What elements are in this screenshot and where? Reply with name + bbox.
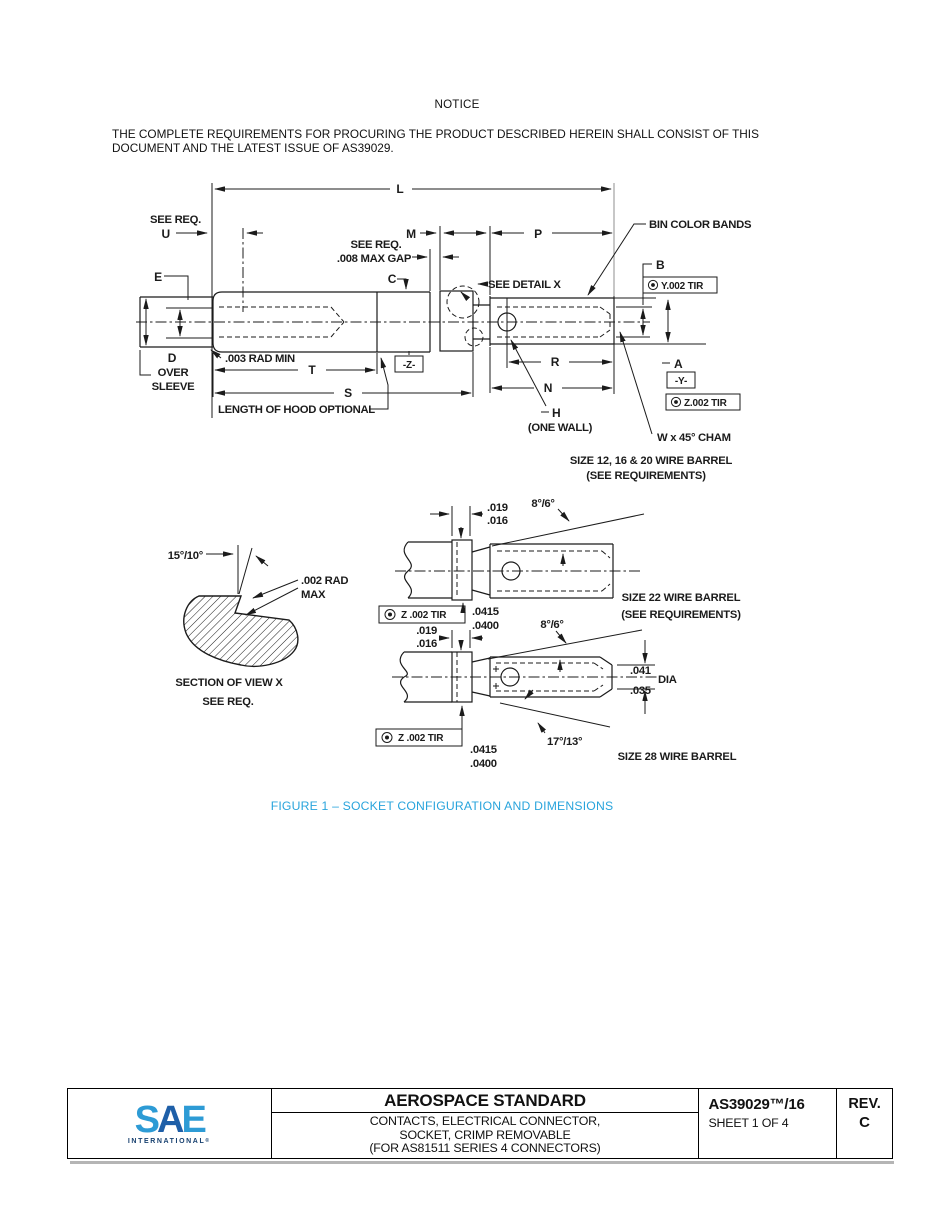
section-view-linework [183,545,299,668]
sae-logo-s: S [134,1098,160,1141]
dim-label-r: R [551,355,560,369]
datum-y-label: -Y- [675,376,687,387]
figure-1-drawing: L SEE REQ. U M P BIN COLOR BANDS SEE REQ… [136,182,752,770]
size22-dim-019: .019 [487,502,508,514]
feature-frame-y [642,276,718,294]
size-12-16-20-note2: (SEE REQUIREMENTS) [586,470,706,482]
feature-frame-z-size28 [375,728,463,747]
datum-z-label: -Z- [403,360,415,371]
size28-dia-label: DIA [658,674,677,686]
registered-mark: ® [205,1137,211,1144]
size28-dim-041: .041 [630,665,651,677]
dim-label-t: T [308,363,316,377]
size22-fcf-text: Z .002 TIR [401,610,447,621]
dim-label-e: E [154,270,162,284]
title-block-center: AEROSPACE STANDARD CONTACTS, ELECTRICAL … [270,1089,700,1158]
subtitle-line-3: (FOR AS81511 SERIES 4 CONNECTORS) [369,1141,601,1156]
dim-label-b: B [656,258,665,272]
sae-logo-e: E [181,1098,206,1141]
subtitle-line-2: SOCKET, CRIMP REMOVABLE [399,1127,571,1142]
subtitle-line-1: CONTACTS, ELECTRICAL CONNECTOR, [369,1114,601,1128]
rev-label: REV. [848,1096,881,1112]
size28-dim-035: .035 [630,685,651,697]
dim-label-c: C [388,272,397,286]
bin-color-bands-note: BIN COLOR BANDS [649,219,752,231]
size28-angle-note: 8°/6° [540,619,564,631]
sleeve-note: SLEEVE [152,381,196,393]
feature-frame-z-main [665,393,741,411]
one-wall-note: (ONE WALL) [528,422,593,434]
see-detail-x-note: SEE DETAIL X [488,279,561,291]
gap-see-req-note: SEE REQ. [351,239,402,251]
rad-max-note1: .002 RAD [301,575,348,587]
size-12-16-20-note: SIZE 12, 16 & 20 WIRE BARREL [570,455,733,467]
dim-label-m: M [406,227,416,241]
fcf-y-text: Y.002 TIR [661,281,704,292]
size28-linework [375,629,660,747]
size22-dim-016: .016 [487,515,508,527]
dim-label-h: H [552,406,560,420]
size28-dim-016: .016 [416,638,437,650]
hood-optional-note: LENGTH OF HOOD OPTIONAL [218,404,375,416]
size22-dim-0400: .0400 [472,620,499,632]
document-number: AS39029™/16 [708,1096,805,1113]
size28-title: SIZE 28 WIRE BARREL [618,751,737,763]
dim-label-a: A [674,357,683,371]
over-note: OVER [158,367,189,379]
title-block: SAE INTERNATIONAL® AEROSPACE STANDARD CO… [67,1088,893,1159]
dim-label-p: P [534,227,542,241]
notice-paragraph: THE COMPLETE REQUIREMENTS FOR PROCURING … [112,127,759,156]
size28-dim-019: .019 [416,625,437,637]
feature-frame-z-size22 [378,605,466,624]
dim-label-s: S [344,386,352,400]
section-angle-note: 15°/10° [168,550,204,562]
size28-dim-0400: .0400 [470,758,497,770]
dim-label-u: U [162,227,170,241]
main-view-linework [136,183,706,418]
size22-angle-note: 8°/6° [531,498,555,510]
main-view-dimensions [139,186,741,435]
standard-type-title: AEROSPACE STANDARD [271,1089,699,1113]
section-view-subtitle: SEE REQ. [202,696,253,708]
rad-max-note2: MAX [301,589,326,601]
size22-title: SIZE 22 WIRE BARREL [622,592,741,604]
dim-label-n: N [544,381,552,395]
dim-label-d: D [168,351,177,365]
gap-note: .008 MAX GAP [337,253,412,265]
size22-subtitle: (SEE REQUIREMENTS) [621,609,741,621]
section-view-title: SECTION OF VIEW X [175,677,283,689]
dim-label-l: L [396,182,403,196]
size28-dim-0415: .0415 [470,744,497,756]
size22-linework [378,506,645,624]
fcf-z-main-text: Z.002 TIR [684,398,728,409]
rev-value: C [859,1114,870,1131]
scan-shadow-line [70,1161,894,1164]
sae-logo: SAE INTERNATIONAL® [68,1089,271,1158]
title-block-number: AS39029™/16 SHEET 1 OF 4 [699,1089,836,1158]
cham-note: W x 45° CHAM [657,432,731,444]
title-block-rev: REV. C [836,1089,892,1158]
size28-fcf-text: Z .002 TIR [398,733,444,744]
see-req-note: SEE REQ. [150,214,201,226]
sae-logo-international: INTERNATIONAL® [128,1138,211,1145]
sheet-number: SHEET 1 OF 4 [708,1116,789,1130]
size28-angle2-note: 17°/13° [547,736,583,748]
rad-min-note: .003 RAD MIN [225,353,295,365]
sae-logo-international-text: INTERNATIONAL [127,1137,206,1145]
sae-logo-a: A [157,1098,185,1141]
figure-caption: FIGURE 1 – SOCKET CONFIGURATION AND DIME… [270,799,614,813]
notice-heading: NOTICE [434,98,480,111]
sae-logo-letters: SAE [135,1101,207,1139]
size22-dim-0415: .0415 [472,606,499,618]
standard-subtitle: CONTACTS, ELECTRICAL CONNECTOR, SOCKET, … [272,1113,699,1156]
